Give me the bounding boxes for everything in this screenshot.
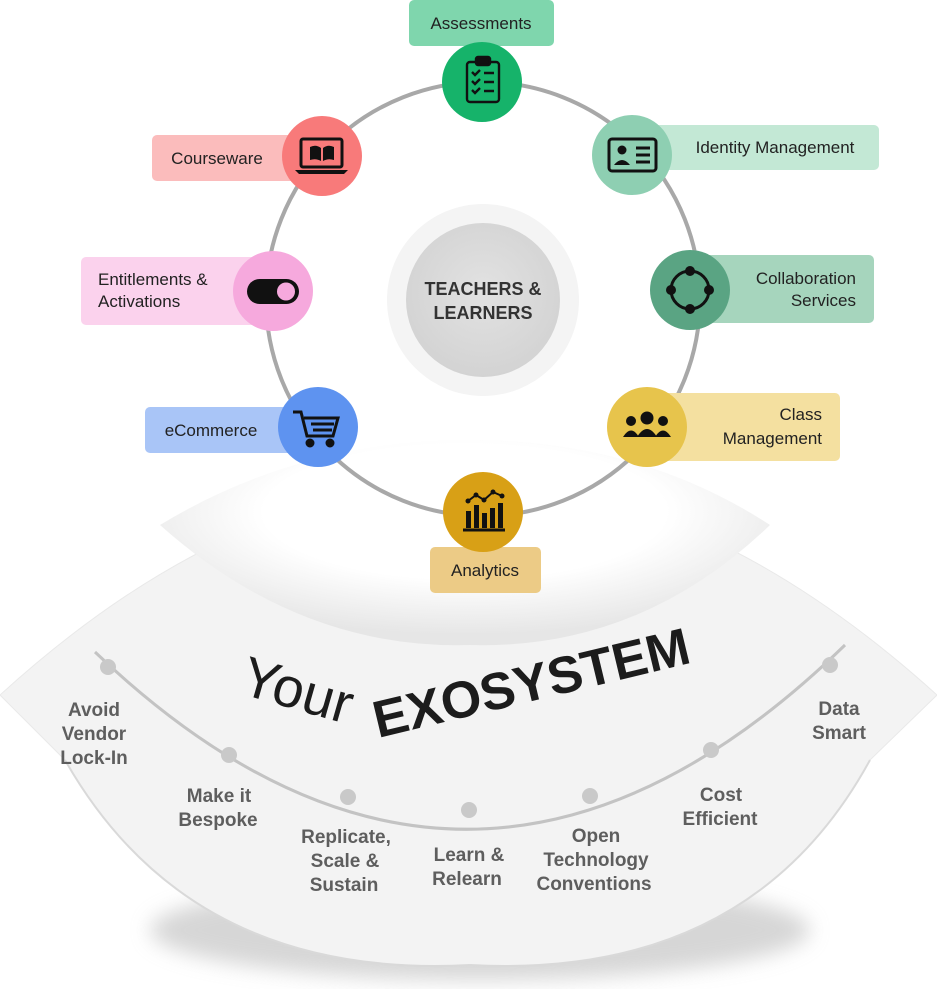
analytics-label: Analytics bbox=[451, 561, 519, 580]
benefit-open-technology-conventions: Open Technology Conventions bbox=[536, 826, 651, 895]
toggle-switch-icon bbox=[247, 279, 299, 304]
benefit-dot-1 bbox=[100, 659, 116, 675]
benefit-2-line1: Make it bbox=[187, 786, 252, 807]
benefit-1-line2: Vendor bbox=[62, 724, 127, 745]
center-line2: LEARNERS bbox=[433, 303, 532, 323]
benefit-6-line1: Cost bbox=[700, 785, 743, 806]
benefit-7-line1: Data bbox=[818, 699, 860, 720]
benefit-dot-3 bbox=[340, 789, 356, 805]
benefit-4-line2: Relearn bbox=[432, 869, 502, 890]
benefit-5-line3: Conventions bbox=[536, 874, 651, 895]
class-line2: Management bbox=[723, 429, 823, 448]
ecommerce-label: eCommerce bbox=[165, 421, 258, 440]
benefit-learn-relearn: Learn & Relearn bbox=[432, 845, 504, 890]
benefit-dot-5 bbox=[582, 788, 598, 804]
bar-chart-icon bbox=[463, 489, 505, 532]
clipboard-checklist-icon bbox=[465, 55, 501, 104]
collaboration-line1: Collaboration bbox=[756, 269, 856, 288]
benefit-make-it-bespoke: Make it Bespoke bbox=[178, 786, 257, 831]
benefit-1-line1: Avoid bbox=[68, 700, 120, 721]
node-identity-management: Identity Management bbox=[592, 115, 879, 195]
benefit-7-line2: Smart bbox=[812, 723, 867, 744]
network-icon bbox=[666, 266, 714, 314]
center-line1: TEACHERS & bbox=[424, 279, 541, 299]
node-collaboration-services: Collaboration Services bbox=[650, 250, 874, 330]
benefit-cost-efficient: Cost Efficient bbox=[683, 785, 759, 830]
center-circle bbox=[406, 223, 560, 377]
class-circle bbox=[607, 387, 687, 467]
node-assessments: Assessments bbox=[409, 0, 554, 122]
laptop-book-icon bbox=[295, 137, 348, 174]
assessments-label: Assessments bbox=[430, 14, 531, 33]
benefit-dot-7 bbox=[822, 657, 838, 673]
benefit-5-line1: Open bbox=[572, 826, 621, 847]
node-analytics: Analytics bbox=[430, 472, 541, 593]
analytics-pill bbox=[430, 547, 541, 593]
identity-label: Identity Management bbox=[696, 138, 855, 157]
assessments-pill bbox=[409, 0, 554, 46]
benefit-3-line3: Sustain bbox=[310, 875, 379, 896]
benefit-replicate-scale-sustain: Replicate, Scale & Sustain bbox=[301, 827, 391, 896]
id-card-icon bbox=[607, 137, 658, 173]
benefit-2-line2: Bespoke bbox=[178, 810, 257, 831]
benefit-1-line3: Lock-In bbox=[60, 748, 128, 769]
shopping-cart-icon bbox=[293, 410, 340, 448]
people-group-icon bbox=[623, 411, 671, 437]
identity-circle bbox=[592, 115, 672, 195]
benefit-dot-4 bbox=[461, 802, 477, 818]
collaboration-line2: Services bbox=[791, 291, 856, 310]
node-courseware: Courseware bbox=[152, 116, 362, 196]
courseware-circle bbox=[282, 116, 362, 196]
entitlements-line2: Activations bbox=[98, 292, 180, 311]
benefit-data-smart: Data Smart bbox=[812, 699, 867, 744]
ecommerce-pill bbox=[145, 407, 315, 453]
benefits-curve bbox=[93, 643, 847, 831]
entitlements-line1: Entitlements & bbox=[98, 270, 208, 289]
courseware-label: Courseware bbox=[171, 149, 263, 168]
benefit-4-line1: Learn & bbox=[434, 845, 505, 866]
benefit-6-line2: Efficient bbox=[683, 809, 759, 830]
benefits-arc-band-edge bbox=[64, 759, 871, 967]
analytics-circle bbox=[443, 472, 523, 552]
node-class-management: Class Management bbox=[607, 387, 840, 467]
node-ecommerce: eCommerce bbox=[145, 387, 358, 467]
ecommerce-circle bbox=[278, 387, 358, 467]
benefit-3-line2: Scale & bbox=[311, 851, 380, 872]
identity-pill bbox=[612, 125, 879, 170]
benefit-avoid-vendor-lock-in: Avoid Vendor Lock-In bbox=[60, 700, 128, 769]
class-line1: Class bbox=[779, 405, 822, 424]
assessments-circle bbox=[442, 42, 522, 122]
benefit-dot-6 bbox=[703, 742, 719, 758]
benefit-3-line1: Replicate, bbox=[301, 827, 391, 848]
node-entitlements-activations: Entitlements & Activations bbox=[81, 251, 313, 331]
benefit-5-line2: Technology bbox=[543, 850, 649, 871]
benefit-dot-2 bbox=[221, 747, 237, 763]
collaboration-circle bbox=[650, 250, 730, 330]
